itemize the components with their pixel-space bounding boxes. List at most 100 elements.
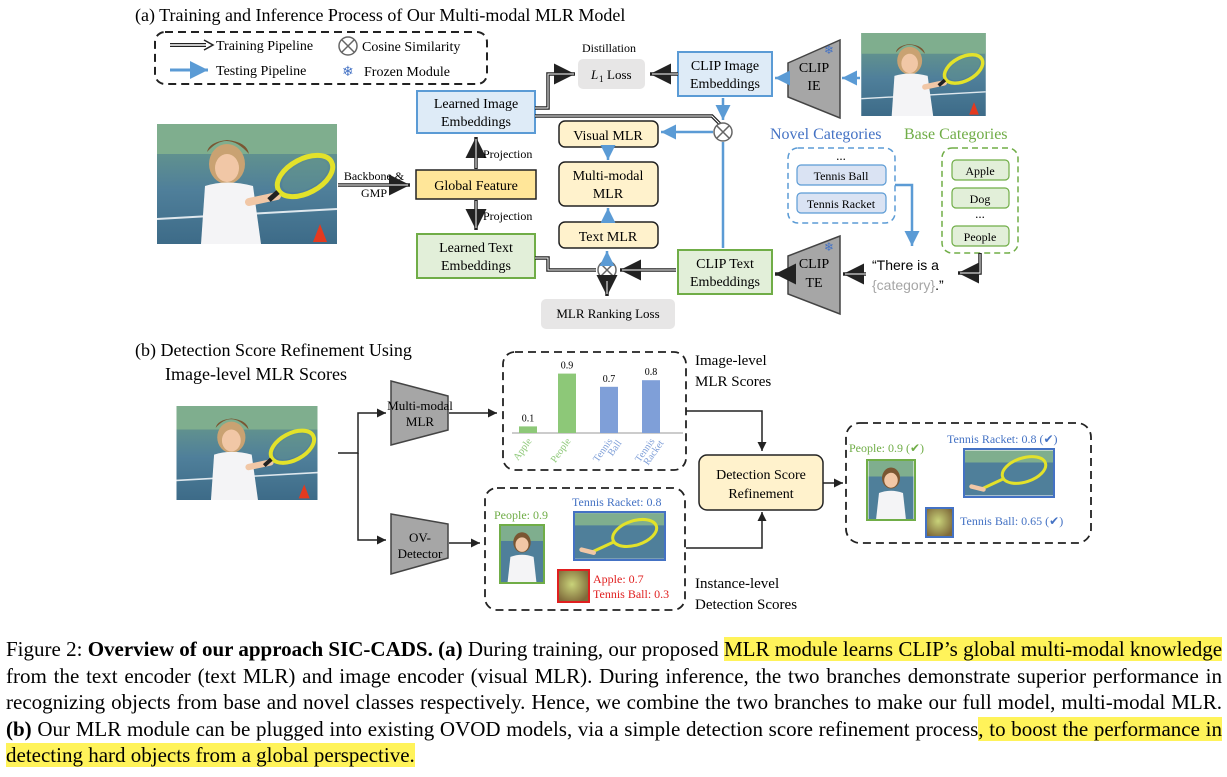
chart-value-label: 0.1	[522, 413, 535, 424]
global-feature-box: Global Feature	[415, 169, 537, 200]
chart-value-label: 0.9	[561, 361, 574, 372]
legend-testing-label: Testing Pipeline	[216, 64, 306, 79]
instance-level-label-2: Detection Scores	[695, 597, 797, 613]
svg-text:CLIP Text: CLIP Text	[696, 257, 754, 272]
clip-text-embeddings-box: CLIP Text Embeddings	[677, 249, 773, 295]
base-categories-title: Base Categories	[904, 126, 1008, 143]
base-categories-panel: Apple Dog ... People	[941, 147, 1019, 254]
section-b-title-2: Image-level MLR Scores	[165, 364, 347, 384]
svg-text:Detection Score: Detection Score	[716, 468, 806, 483]
image-level-label-1: Image-level	[695, 353, 767, 369]
projection-bottom-label: Projection	[483, 209, 532, 223]
novel-categories-panel: ... Tennis Ball Tennis Racket	[787, 147, 896, 224]
svg-text:Embeddings: Embeddings	[690, 275, 760, 290]
input-image-b	[177, 406, 320, 500]
chart-category-label: Apple	[511, 436, 534, 463]
svg-text:Embeddings: Embeddings	[441, 115, 511, 130]
svg-text:TE: TE	[805, 276, 822, 291]
det-people-crop	[500, 525, 544, 583]
cosine-similarity-bottom	[597, 260, 617, 280]
snowflake-icon: ❄	[824, 43, 834, 57]
caption-text-1: During training, our proposed	[467, 637, 719, 661]
caption-text-3: Our MLR module can be plugged into exist…	[37, 716, 979, 741]
snowflake-icon: ❄	[342, 64, 354, 80]
backbone-label: Backbone &	[344, 169, 405, 183]
svg-text:OV-: OV-	[409, 530, 431, 545]
caption-text-2: from the text encoder (text MLR) and ima…	[6, 663, 1222, 715]
base-item: Apple	[965, 164, 994, 178]
legend-cosine-label: Cosine Similarity	[362, 40, 460, 55]
mlr-ranking-loss-box: MLR Ranking Loss	[541, 299, 675, 329]
res-people-crop	[868, 460, 914, 520]
gmp-label: GMP	[361, 186, 387, 200]
svg-text:...: ...	[975, 206, 985, 221]
l1-loss-box: L 1 Loss	[578, 59, 645, 89]
chart-value-label: 0.7	[603, 374, 616, 385]
svg-text:IE: IE	[807, 79, 820, 94]
figure-caption: Figure 2: Overview of our approach SIC-C…	[6, 636, 1223, 769]
res-racket-label: Tennis Racket: 0.8 (✔)	[947, 432, 1058, 446]
input-image-top	[861, 33, 987, 116]
text-mlr-box: Text MLR	[558, 221, 659, 249]
svg-text:MLR: MLR	[406, 414, 435, 429]
svg-text:MLR Ranking Loss: MLR Ranking Loss	[556, 306, 659, 321]
distillation-label: Distillation	[582, 41, 636, 55]
multimodal-mlr-module: Multi-modal MLR	[387, 380, 453, 446]
clip-image-encoder: CLIP IE ❄	[787, 38, 841, 120]
base-item: People	[964, 230, 997, 244]
novel-item: Tennis Racket	[807, 197, 876, 211]
chart-bar	[519, 426, 537, 433]
projection-top-label: Projection	[483, 147, 532, 161]
legend: Training Pipeline Testing Pipeline Cosin…	[154, 31, 488, 85]
svg-text:1: 1	[599, 74, 604, 84]
svg-text:Loss: Loss	[607, 67, 632, 82]
res-ball-crop	[925, 507, 954, 538]
svg-text:Embeddings: Embeddings	[690, 77, 760, 92]
refined-results-panel	[845, 422, 1092, 544]
input-image-left	[157, 124, 339, 244]
svg-text:CLIP Image: CLIP Image	[691, 59, 759, 74]
cosine-similarity-top	[713, 122, 733, 142]
visual-mlr-box: Visual MLR	[558, 120, 659, 148]
det-racket-crop	[574, 513, 665, 559]
res-ball-label: Tennis Ball: 0.65 (✔)	[960, 514, 1063, 528]
training-pipeline-line-icon	[170, 39, 215, 51]
caption-figure-label: Figure 2:	[6, 637, 83, 661]
det-apple-label: Apple: 0.7	[593, 572, 644, 586]
svg-text:Learned Text: Learned Text	[439, 241, 513, 256]
chart-bar	[600, 386, 618, 433]
svg-text:Text MLR: Text MLR	[579, 230, 638, 245]
svg-text:Learned Image: Learned Image	[434, 97, 518, 112]
snowflake-icon: ❄	[824, 240, 834, 254]
section-b-title-1: (b) Detection Score Refinement Using	[135, 340, 412, 361]
svg-text:Multi-modal: Multi-modal	[387, 398, 453, 413]
svg-text:Visual MLR: Visual MLR	[573, 129, 643, 144]
chart-bar	[558, 373, 576, 433]
det-ball-crop	[557, 569, 590, 603]
learned-image-embeddings-box: Learned Image Embeddings	[416, 90, 536, 134]
caption-bold-title: Overview of our approach SIC-CADS.	[87, 637, 433, 661]
det-racket-label: Tennis Racket: 0.8	[572, 495, 661, 509]
prompt-line-2: {category}.”	[872, 277, 944, 293]
chart-category-label: People	[549, 436, 574, 465]
cosine-similarity-icon	[338, 36, 358, 56]
det-people-label: People: 0.9	[494, 508, 548, 522]
res-racket-crop	[964, 451, 1054, 496]
chart-value-label: 0.8	[645, 367, 658, 378]
svg-text:CLIP: CLIP	[799, 61, 830, 76]
detection-score-refinement-box: Detection Score Refinement	[698, 454, 824, 511]
svg-text:Detector: Detector	[398, 546, 443, 561]
image-level-label-2: MLR Scores	[695, 374, 771, 390]
svg-text:Global Feature: Global Feature	[434, 179, 518, 194]
svg-text:MLR: MLR	[593, 187, 624, 202]
svg-text:L: L	[590, 67, 598, 82]
caption-a-label: (a)	[438, 637, 463, 661]
figure-diagram: (a) Training and Inference Process of Ou…	[135, 5, 1092, 613]
novel-item: Tennis Ball	[814, 169, 869, 183]
svg-text:Multi-modal: Multi-modal	[573, 169, 644, 184]
clip-text-encoder: CLIP TE ❄	[787, 234, 841, 316]
caption-b-label: (b)	[6, 716, 32, 741]
svg-text:Refinement: Refinement	[728, 487, 793, 502]
learned-text-embeddings-box: Learned Text Embeddings	[416, 233, 536, 279]
svg-text:CLIP: CLIP	[799, 257, 830, 272]
